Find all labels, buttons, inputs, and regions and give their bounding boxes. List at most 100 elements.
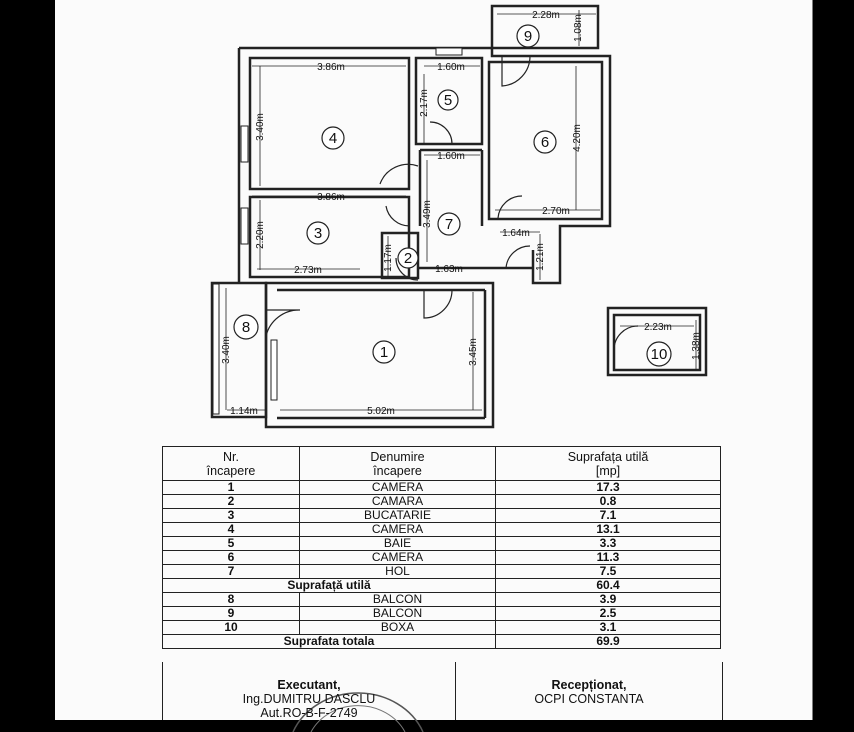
window-markers bbox=[212, 47, 463, 415]
cell-area: 3.9 bbox=[495, 592, 721, 607]
room-number: 9 bbox=[524, 28, 532, 45]
executant-block: Executant, Ing.DUMITRU DASCLU Aut.RO-B-F… bbox=[163, 678, 455, 720]
room-number: 5 bbox=[444, 92, 452, 109]
dim-label: 1.60m bbox=[437, 62, 465, 73]
room-number: 7 bbox=[445, 216, 453, 233]
header-area: Suprafața utilă [mp] bbox=[495, 446, 721, 481]
table-header-row: Nr. încapere Denumire încapere Suprafața… bbox=[162, 446, 721, 481]
cell-name: CAMARA bbox=[299, 494, 496, 509]
dim-label: 3.86m bbox=[317, 192, 345, 203]
total-label: Suprafata totala bbox=[162, 634, 496, 649]
subtotal-label: Suprafață utilă bbox=[162, 578, 496, 593]
dim-label: 2.20m bbox=[255, 221, 266, 249]
exec-name: Ing.DUMITRU DASCLU bbox=[242, 692, 376, 706]
exec-title: Executant, bbox=[277, 678, 341, 692]
subtotal-value: 60.4 bbox=[495, 578, 721, 593]
dim-label: 3.86m bbox=[317, 62, 345, 73]
cell-nr: 5 bbox=[162, 536, 300, 551]
cell-area: 13.1 bbox=[495, 522, 721, 537]
receptionat-block: Recepționat, OCPI CONSTANTA bbox=[456, 678, 722, 706]
dimension-labels: 2.28m 1.08m 3.86m 1.60m 2.17m 3.40m 4.20… bbox=[221, 10, 702, 417]
header-name-label: Denumire încapere bbox=[370, 449, 425, 478]
recv-title: Recepționat, bbox=[551, 678, 627, 692]
dim-label: 4.20m bbox=[572, 124, 583, 152]
room-number: 3 bbox=[314, 225, 322, 242]
header-nr-label: Nr. încapere bbox=[206, 449, 256, 478]
room-number: 4 bbox=[329, 130, 337, 147]
cell-nr: 9 bbox=[162, 606, 300, 621]
dim-label: 1.63m bbox=[435, 264, 463, 275]
cell-area: 2.5 bbox=[495, 606, 721, 621]
dim-label: 5.02m bbox=[367, 406, 395, 417]
cell-nr: 8 bbox=[162, 592, 300, 607]
signature-footer: Executant, Ing.DUMITRU DASCLU Aut.RO-B-F… bbox=[162, 662, 723, 732]
dim-label: 2.23m bbox=[644, 322, 672, 333]
dim-label: 2.28m bbox=[532, 10, 560, 21]
cell-area: 7.5 bbox=[495, 564, 721, 579]
cell-name: BALCON bbox=[299, 592, 496, 607]
room-number: 2 bbox=[404, 250, 412, 267]
cell-area: 17.3 bbox=[495, 480, 721, 495]
dim-label: 1.14m bbox=[230, 406, 258, 417]
room-number: 1 bbox=[380, 344, 388, 361]
cell-name: BOXA bbox=[299, 620, 496, 635]
room-number: 10 bbox=[651, 346, 668, 363]
cell-name: HOL bbox=[299, 564, 496, 579]
cell-area: 3.3 bbox=[495, 536, 721, 551]
room-number: 8 bbox=[242, 319, 250, 336]
header-area-label: Suprafața utilă [mp] bbox=[567, 449, 649, 478]
exec-cert: Aut.RO-B-F-2749 bbox=[260, 706, 358, 720]
dim-label: 3.40m bbox=[255, 113, 266, 141]
cell-nr: 10 bbox=[162, 620, 300, 635]
dim-label: 1.17m bbox=[383, 244, 394, 272]
footer-divider bbox=[455, 662, 456, 720]
cell-name: CAMERA bbox=[299, 522, 496, 537]
cell-name: CAMERA bbox=[299, 480, 496, 495]
cell-name: BALCON bbox=[299, 606, 496, 621]
room-numbers: 1 2 3 4 5 6 7 8 9 10 bbox=[242, 28, 668, 363]
total-value: 69.9 bbox=[495, 634, 721, 649]
cell-area: 3.1 bbox=[495, 620, 721, 635]
cell-nr: 1 bbox=[162, 480, 300, 495]
dim-label: 1.21m bbox=[535, 243, 546, 271]
cell-name: BAIE bbox=[299, 536, 496, 551]
dim-label: 1.64m bbox=[502, 228, 530, 239]
dim-label: 2.70m bbox=[542, 206, 570, 217]
header-nr: Nr. încapere bbox=[162, 446, 300, 481]
dim-label: 3.49m bbox=[422, 200, 433, 228]
cell-area: 0.8 bbox=[495, 494, 721, 509]
dim-label: 1.38m bbox=[691, 332, 702, 360]
cell-nr: 4 bbox=[162, 522, 300, 537]
cell-name: BUCATARIE bbox=[299, 508, 496, 523]
header-name: Denumire încapere bbox=[299, 446, 496, 481]
cell-nr: 6 bbox=[162, 550, 300, 565]
area-table: Nr. încapere Denumire încapere Suprafața… bbox=[162, 446, 721, 649]
dim-label: 1.08m bbox=[573, 14, 584, 42]
cell-area: 7.1 bbox=[495, 508, 721, 523]
dim-label: 2.17m bbox=[419, 89, 430, 117]
cell-nr: 7 bbox=[162, 564, 300, 579]
dim-label: 2.73m bbox=[294, 265, 322, 276]
dim-label: 3.40m bbox=[221, 336, 232, 364]
cell-nr: 3 bbox=[162, 508, 300, 523]
dim-label: 3.45m bbox=[468, 338, 479, 366]
cell-name: CAMERA bbox=[299, 550, 496, 565]
dim-label: 1.60m bbox=[437, 151, 465, 162]
dimension-lines bbox=[225, 10, 697, 411]
recv-org: OCPI CONSTANTA bbox=[534, 692, 644, 706]
room-number: 6 bbox=[541, 134, 549, 151]
